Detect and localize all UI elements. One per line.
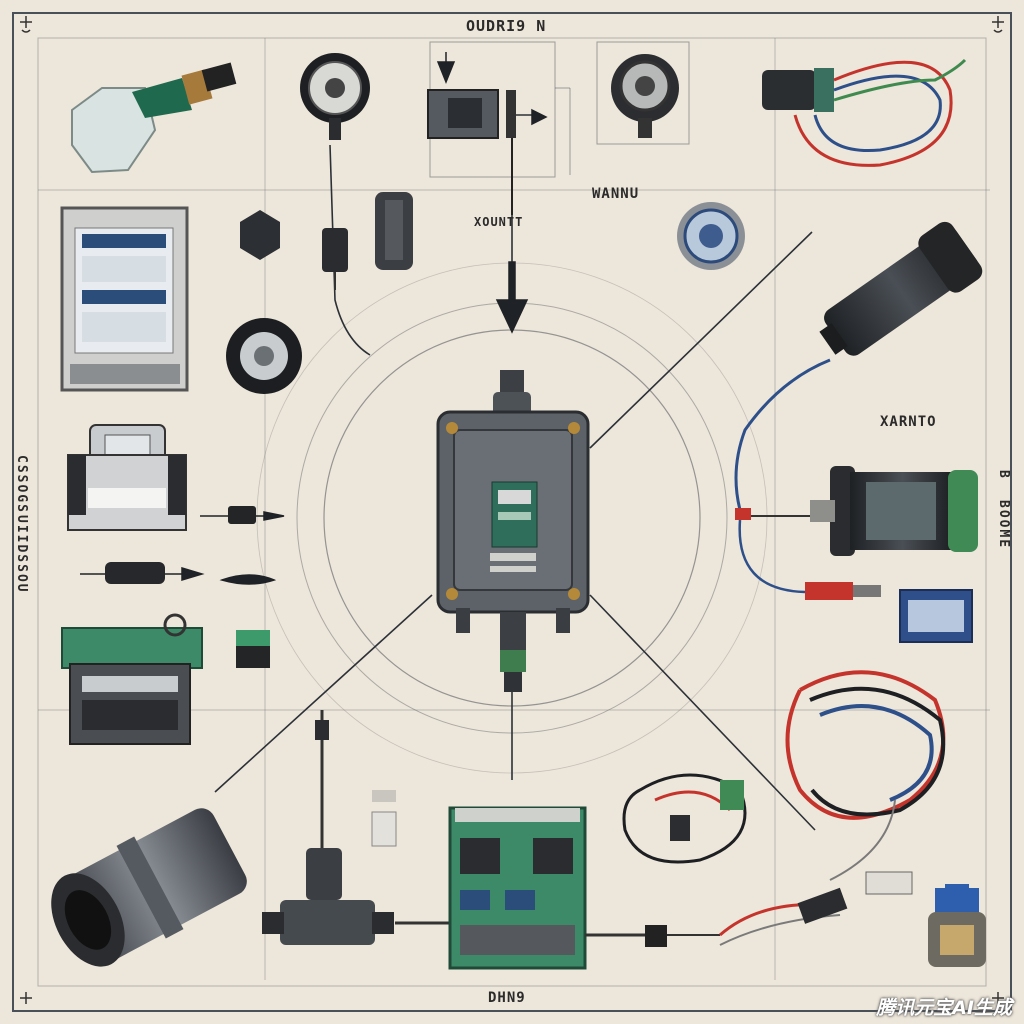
valve-unit xyxy=(262,710,450,945)
large-connector xyxy=(734,221,983,511)
label-top: OUDRI9 N xyxy=(466,17,547,35)
coiled-cables xyxy=(785,670,946,881)
connector-wires-top xyxy=(762,58,967,167)
bottom-right-connectors xyxy=(719,871,986,967)
small-coil xyxy=(622,773,747,864)
relay-module xyxy=(67,424,187,531)
control-module xyxy=(436,370,590,692)
speaker-unit xyxy=(611,54,679,138)
label-right-mid: XARNTO xyxy=(880,414,937,430)
wheel-sensor xyxy=(226,318,302,394)
label-left-vertical-bottom: UIIDSSOU xyxy=(14,515,29,594)
label-upper-mid: WANNU xyxy=(592,186,640,202)
frame-lines xyxy=(12,12,1012,1012)
bottle-sensor xyxy=(71,62,237,174)
round-gauge xyxy=(300,53,370,140)
right-chip xyxy=(738,519,973,643)
small-pcb xyxy=(427,89,516,215)
label-bottom: DHN9 xyxy=(488,990,526,1006)
label-left-vertical-top: CSSOGS xyxy=(14,455,29,514)
label-upper-center: XOUNTT xyxy=(474,215,524,229)
plug-connectors xyxy=(105,506,270,668)
camera-lens xyxy=(51,808,247,967)
watermark: 腾讯元宝AI生成 xyxy=(876,997,1012,1019)
label-right-vertical-top: B xyxy=(996,470,1011,480)
green-pcb-bottom xyxy=(448,806,720,970)
motor-unit xyxy=(735,466,978,556)
radial-lines xyxy=(214,114,816,831)
label-right-vertical-bottom: BOOME xyxy=(996,500,1011,550)
green-pcb-left xyxy=(61,613,203,745)
small-components xyxy=(240,192,413,290)
corner-ornaments xyxy=(20,16,1004,1004)
lcd-panel xyxy=(60,206,189,392)
blue-sensor xyxy=(677,202,745,270)
